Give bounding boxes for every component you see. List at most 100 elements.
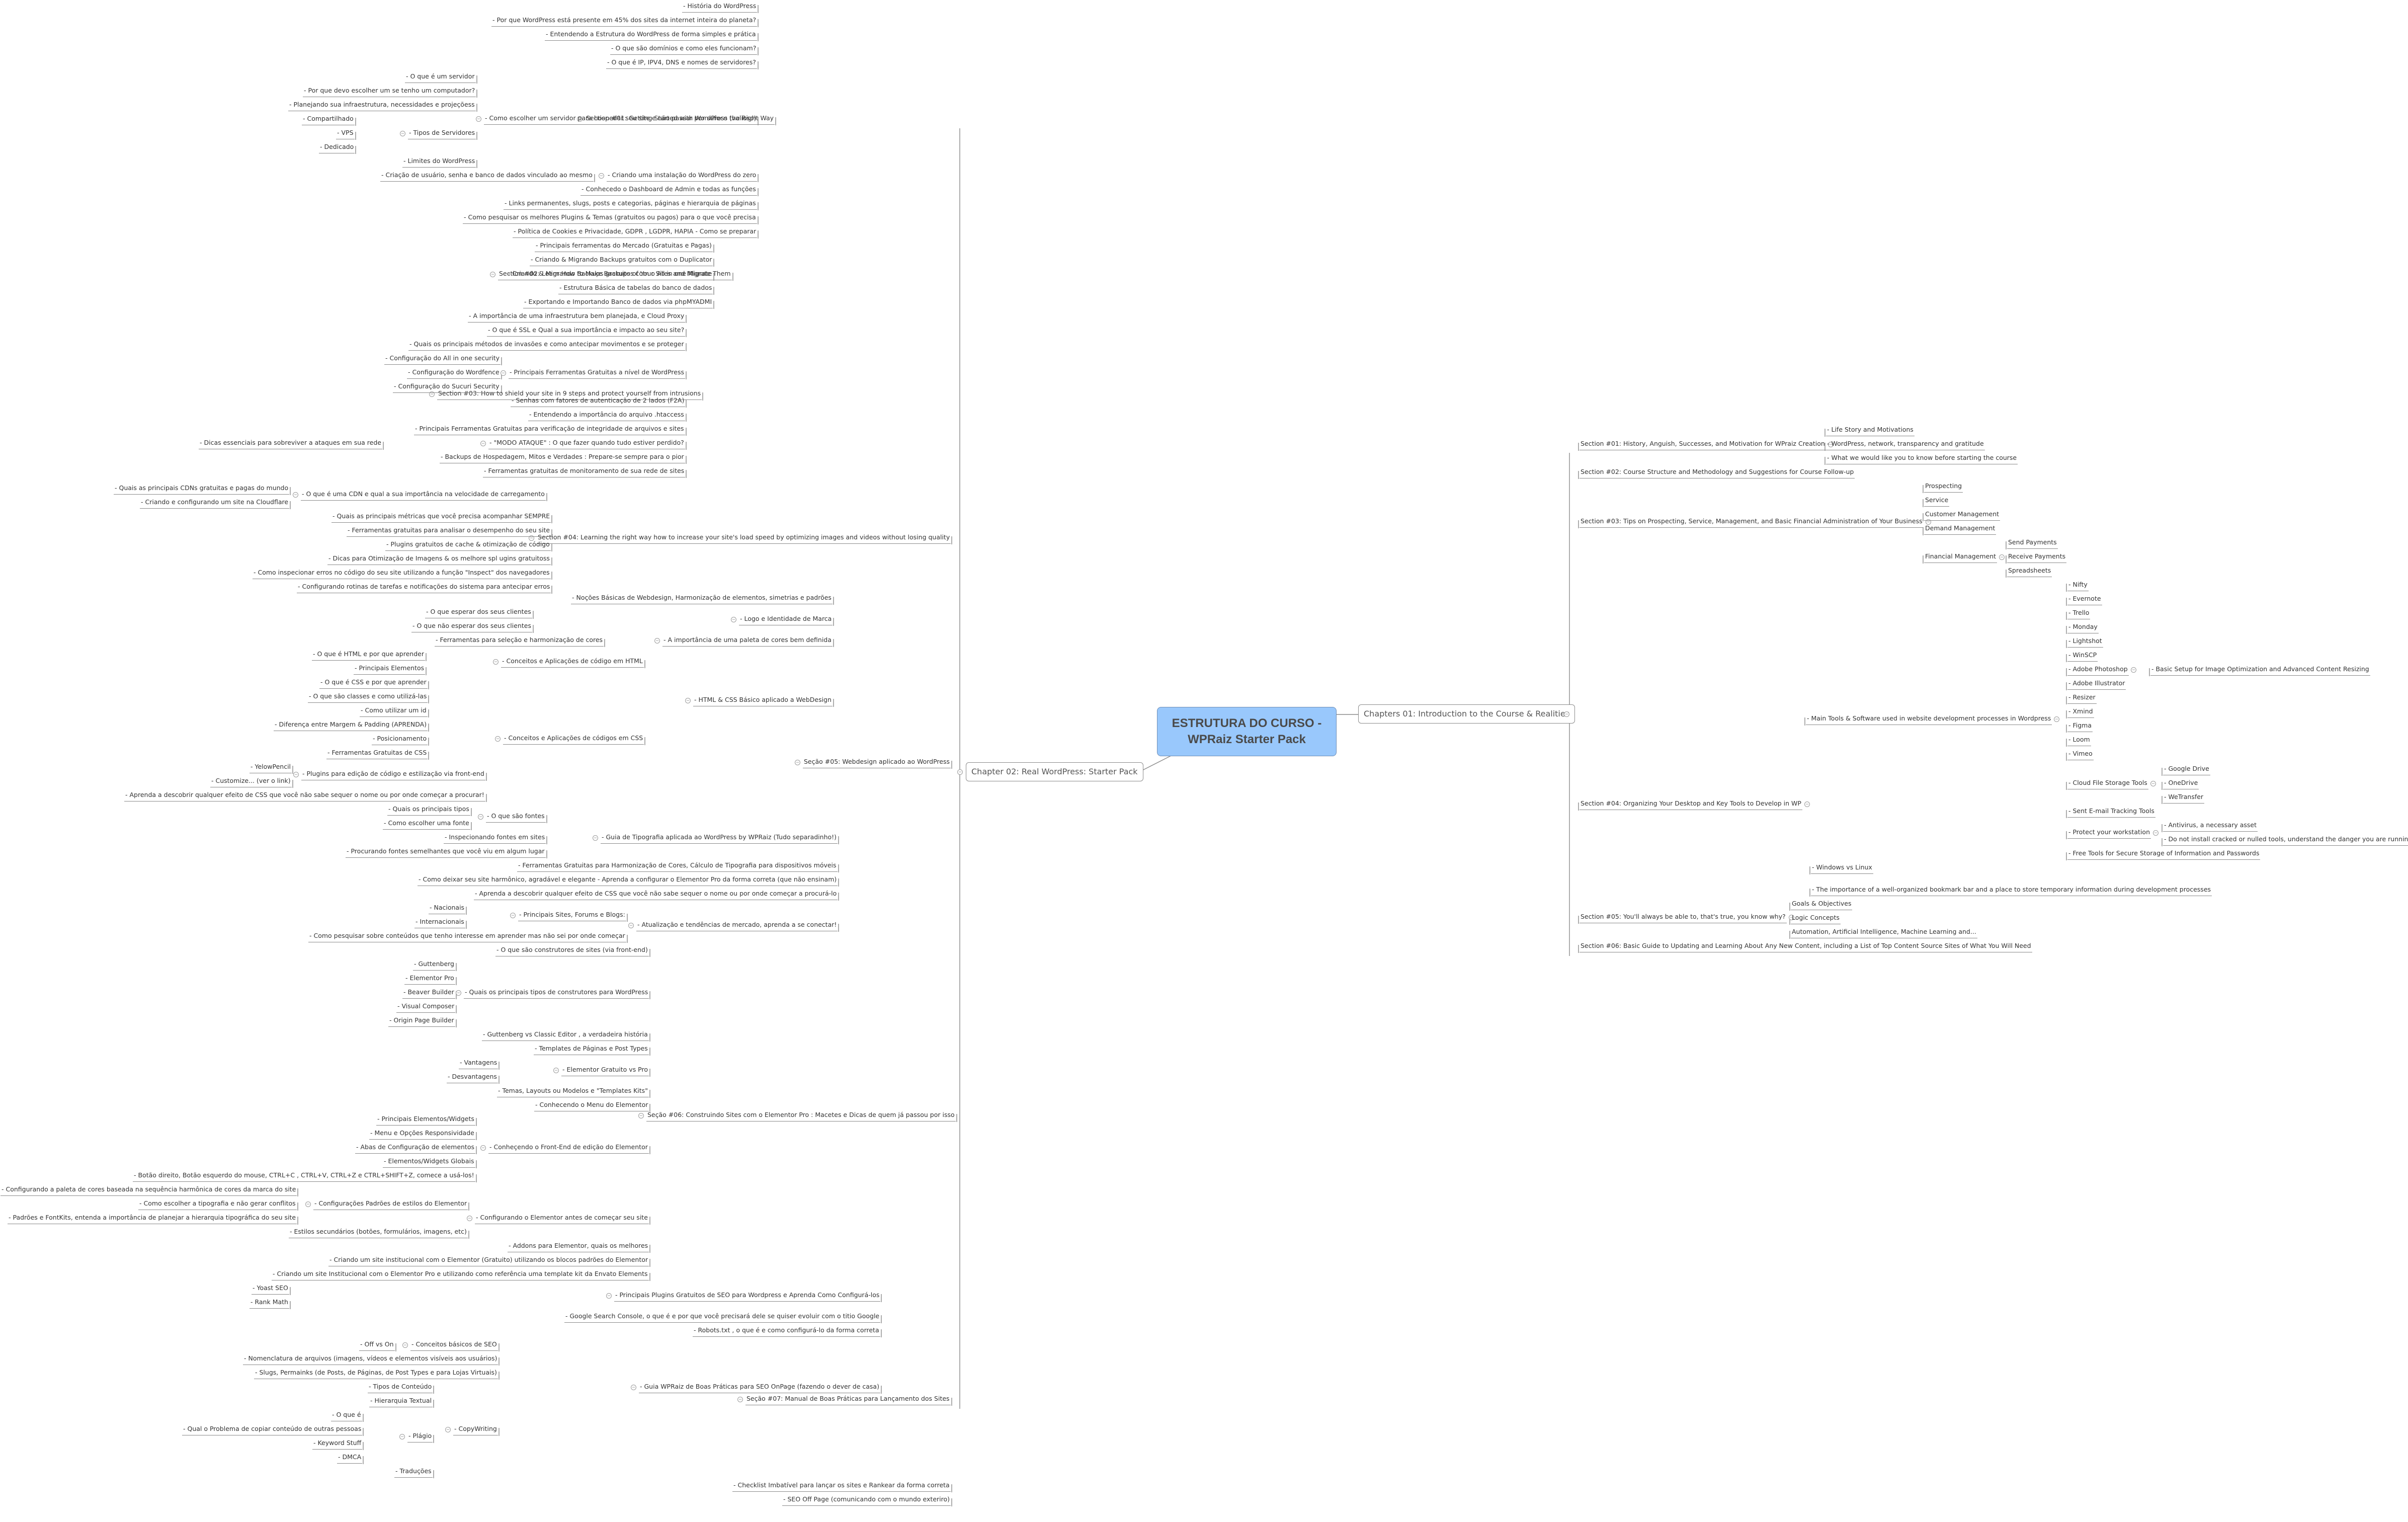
topic-node[interactable]: - O que é IP, IPV4, DNS e nomes de servi… xyxy=(606,58,757,69)
root-node[interactable]: ESTRUTURA DO CURSO - WPRaiz Starter Pack xyxy=(1157,707,1337,756)
collapse-icon[interactable]: − xyxy=(305,1201,311,1207)
topic-node[interactable]: - Quais as principais métricas que você … xyxy=(331,512,551,523)
collapse-icon[interactable]: − xyxy=(293,492,298,498)
topic-node[interactable]: - VPS xyxy=(336,129,355,139)
topic-node[interactable]: Financial Management xyxy=(1924,552,1998,563)
topic-node[interactable]: - Xmind xyxy=(2067,707,2094,718)
topic-node[interactable]: - O que é xyxy=(331,1411,362,1421)
topic-node[interactable]: - Como pesquisar os melhores Plugins & T… xyxy=(463,213,757,224)
topic-node[interactable]: - Qual o Problema de copiar conteúdo de … xyxy=(182,1425,363,1435)
collapse-icon[interactable]: − xyxy=(553,1068,559,1073)
chapter-01-node[interactable]: Chapters 01: Introduction to the Course … xyxy=(1358,704,1575,724)
topic-node[interactable]: - Evernote xyxy=(2067,595,2102,605)
topic-node[interactable]: - Trello xyxy=(2067,609,2091,619)
topic-node[interactable]: - Limites do WordPress xyxy=(402,157,476,168)
topic-node[interactable]: - Off vs On xyxy=(359,1340,395,1351)
topic-node[interactable]: - Configurações Padrões de estilos do El… xyxy=(313,1199,468,1210)
collapse-icon[interactable]: − xyxy=(493,659,499,665)
topic-node[interactable]: Section #02: Course Structure and Method… xyxy=(1580,468,1855,478)
collapse-icon[interactable]: − xyxy=(2131,667,2136,673)
topic-node[interactable]: - WeTransfer xyxy=(2163,793,2205,804)
topic-node[interactable]: - Ferramentas gratuitas para analisar o … xyxy=(347,526,551,537)
topic-node[interactable]: - Beaver Builder xyxy=(402,988,455,999)
topic-node[interactable]: - Principais Ferramentas Gratuitas para … xyxy=(414,425,685,435)
topic-node[interactable]: - Checklist Imbatível para lançar os sit… xyxy=(732,1481,951,1492)
topic-node[interactable]: - Senhas com fatores de autenticação de … xyxy=(511,396,686,407)
topic-node[interactable]: - Dicas essenciais para sobreviver a ata… xyxy=(199,439,382,449)
topic-node[interactable]: - O que esperar dos seus clientes xyxy=(425,608,532,618)
topic-node[interactable]: - Como deixar seu site harmônico, agradá… xyxy=(418,875,838,886)
topic-node[interactable]: - Configurando o Elementor antes de come… xyxy=(475,1214,649,1224)
topic-node[interactable]: - O que é uma CDN e qual a sua importânc… xyxy=(301,490,546,501)
topic-node[interactable]: Customer Management xyxy=(1924,510,2001,521)
collapse-icon[interactable]: − xyxy=(957,769,963,775)
topic-node[interactable]: - Principais Elementos/Widgets xyxy=(376,1115,475,1126)
topic-node[interactable]: - Principais Ferramentas Gratuitas a nív… xyxy=(509,368,686,379)
collapse-icon[interactable]: − xyxy=(293,772,299,777)
topic-node[interactable]: - What we would like you to know before … xyxy=(1826,454,2018,464)
topic-node[interactable]: - WordPress, network, transparency and g… xyxy=(1826,440,1985,450)
collapse-icon[interactable]: − xyxy=(501,370,506,376)
topic-node[interactable]: - Elementor Gratuito vs Pro xyxy=(561,1066,649,1076)
collapse-icon[interactable]: − xyxy=(2054,716,2059,722)
topic-node[interactable]: - Criação de usuário, senha e banco de d… xyxy=(380,171,594,182)
topic-node[interactable]: - A importância de uma paleta de cores b… xyxy=(662,636,833,647)
topic-node[interactable]: Section #04: Organizing Your Desktop and… xyxy=(1580,799,1802,810)
topic-node[interactable]: - Conceitos básicos de SEO xyxy=(410,1340,498,1351)
topic-node[interactable]: - Ferramentas gratuitas de monitoramento… xyxy=(483,467,686,477)
topic-node[interactable]: - Basic Setup for Image Optimization and… xyxy=(2150,665,2370,676)
topic-node[interactable]: - Vantagens xyxy=(459,1059,499,1069)
topic-node[interactable]: - Tipos de Conteúdo xyxy=(368,1383,433,1393)
topic-node[interactable]: Section #06: Basic Guide to Updating and… xyxy=(1580,942,2032,952)
collapse-icon[interactable]: − xyxy=(495,736,501,742)
topic-node[interactable]: - O que não esperar dos seus clientes xyxy=(411,622,532,632)
topic-node[interactable]: - Compartilhado xyxy=(302,115,355,125)
topic-node[interactable]: - Plugins para edição de código e estili… xyxy=(301,770,485,780)
topic-node[interactable]: - Menu e Opções Responsividade xyxy=(369,1129,475,1140)
topic-node[interactable]: - Logo e Identidade de Marca xyxy=(739,615,833,625)
topic-node[interactable]: - Conheçendo o Front-End de edição do El… xyxy=(488,1143,649,1154)
topic-node[interactable]: Seção #07: Manual de Boas Práticas para … xyxy=(745,1395,951,1405)
topic-node[interactable]: - O que é HTML e por que aprender xyxy=(312,650,425,661)
topic-node[interactable]: - Monday xyxy=(2067,623,2099,633)
topic-node[interactable]: - Ferramentas para seleção e harmonizaçã… xyxy=(435,636,604,647)
topic-node[interactable]: Section #05: You'll always be able to, t… xyxy=(1580,913,1787,923)
collapse-icon[interactable]: − xyxy=(577,116,583,122)
topic-node[interactable]: - Por que WordPress está presente em 45%… xyxy=(491,16,758,27)
topic-node[interactable]: - Guia WPRaiz de Boas Práticas para SEO … xyxy=(639,1383,880,1393)
topic-node[interactable]: - Guttenberg xyxy=(413,960,455,971)
topic-node[interactable]: - Abas de Configuração de elementos xyxy=(355,1143,475,1154)
topic-node[interactable]: - O que é um servidor xyxy=(405,72,476,83)
collapse-icon[interactable]: − xyxy=(480,1145,486,1151)
topic-node[interactable]: - Criando e configurando um site na Clou… xyxy=(140,498,290,509)
topic-node[interactable]: - Configuração do Wordfence xyxy=(407,368,501,379)
topic-node[interactable]: - Free Tools for Secure Storage of Infor… xyxy=(2067,849,2261,860)
collapse-icon[interactable]: − xyxy=(399,1434,405,1439)
topic-node[interactable]: Receive Payments xyxy=(2007,552,2067,563)
topic-node[interactable]: - "MODO ATAQUE" : O que fazer quando tud… xyxy=(488,439,685,449)
topic-node[interactable]: - Vimeo xyxy=(2067,750,2094,760)
topic-node[interactable]: - Estrutura Básica de tabelas do banco d… xyxy=(558,284,713,294)
topic-node[interactable]: - Padrões e FontKits, entenda a importân… xyxy=(8,1214,297,1224)
topic-node[interactable]: - Configuração do All in one security xyxy=(384,354,501,365)
collapse-icon[interactable]: − xyxy=(402,1342,408,1348)
topic-node[interactable]: - Criando & Migrando Backups gratuitos c… xyxy=(530,256,713,266)
topic-node[interactable]: - Links permanentes, slugs, posts e cate… xyxy=(504,199,757,210)
topic-node[interactable]: - Botão direito, Botão esquerdo do mouse… xyxy=(133,1171,475,1182)
topic-node[interactable]: Logic Concepts xyxy=(1791,914,1841,924)
topic-node[interactable]: Seção #06: Construindo Sites com o Eleme… xyxy=(646,1111,956,1122)
collapse-icon[interactable]: − xyxy=(478,814,483,820)
topic-node[interactable]: - Elementor Pro xyxy=(404,974,455,985)
topic-node[interactable]: - Configurando rotinas de tarefas e noti… xyxy=(297,583,551,593)
topic-node[interactable]: - Principais Elementos xyxy=(354,664,426,675)
topic-node[interactable]: - Procurando fontes semelhantes que você… xyxy=(346,847,546,858)
topic-node[interactable]: - Nifty xyxy=(2067,581,2089,591)
topic-node[interactable]: - A importância de uma infraestrutura be… xyxy=(468,312,686,323)
topic-node[interactable]: - Backups de Hospedagem, Mitos e Verdade… xyxy=(440,453,685,463)
topic-node[interactable]: - O que é CSS e por que aprender xyxy=(319,678,428,689)
topic-node[interactable]: - História do WordPress xyxy=(682,2,758,13)
topic-node[interactable]: - Resizer xyxy=(2067,693,2097,704)
topic-node[interactable]: Goals & Objectives xyxy=(1791,900,1853,910)
topic-node[interactable]: - Plágio xyxy=(407,1432,433,1443)
topic-node[interactable]: Spreadsheets xyxy=(2007,567,2052,577)
